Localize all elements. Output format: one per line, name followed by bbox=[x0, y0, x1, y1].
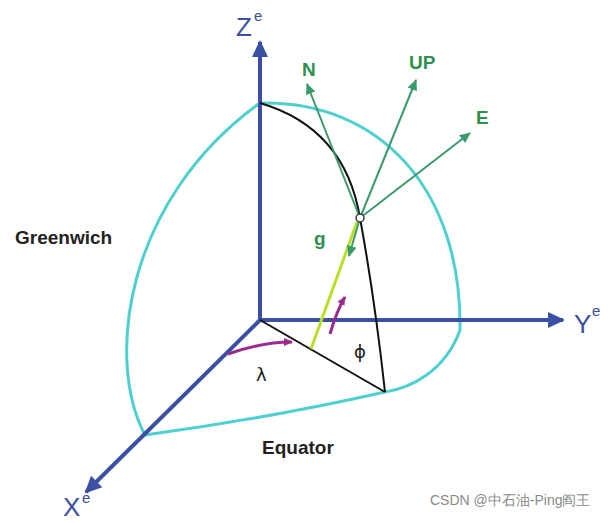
circle-name: Equator bbox=[262, 438, 334, 457]
axis-label: Y bbox=[574, 311, 591, 337]
angle-label: ϕ bbox=[354, 343, 366, 361]
normal-line bbox=[311, 222, 357, 349]
z-axis bbox=[258, 42, 262, 320]
frame-axis-label: E bbox=[476, 108, 489, 127]
axis-label: Z bbox=[236, 14, 252, 40]
position-point bbox=[356, 214, 364, 222]
angle-label: λ bbox=[256, 366, 267, 384]
y-axis bbox=[260, 318, 563, 322]
equator-projection bbox=[260, 320, 385, 392]
axis-superscript: e bbox=[82, 490, 90, 505]
watermark: CSDN @中石油-Ping阎王 bbox=[430, 493, 590, 507]
east-arrow bbox=[360, 133, 470, 218]
north-arrow bbox=[307, 84, 360, 218]
frame-axis-label: N bbox=[302, 60, 316, 79]
axis-superscript: e bbox=[592, 303, 600, 318]
longitude-arc bbox=[228, 342, 292, 354]
axis-superscript: e bbox=[254, 8, 262, 23]
meridian-name: Greenwich bbox=[15, 228, 112, 247]
gravity-arrow bbox=[349, 218, 360, 256]
frame-axis-label: UP bbox=[409, 53, 435, 72]
latitude-arc bbox=[330, 297, 345, 334]
axis-label: X bbox=[63, 494, 80, 520]
vector-label: g bbox=[314, 229, 326, 248]
meridian-line bbox=[260, 103, 385, 392]
ellipsoid-outline bbox=[127, 103, 460, 435]
x-axis bbox=[86, 320, 260, 492]
